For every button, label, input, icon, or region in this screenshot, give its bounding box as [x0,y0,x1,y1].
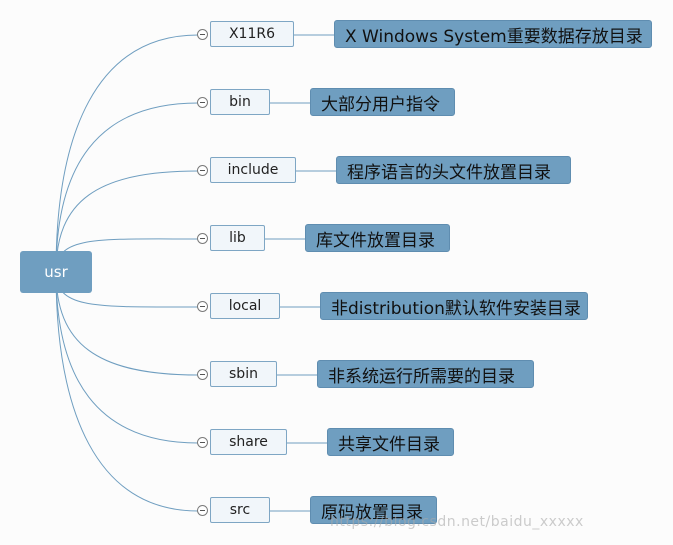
root-node-label: usr [44,263,68,281]
description-node-include[interactable]: 程序语言的头文件放置目录 [336,156,571,184]
collapse-toggle-icon[interactable] [197,29,208,40]
child-node-label: share [229,434,268,450]
watermark-text: https://blog.csdn.net/baidu_xxxxx [330,514,584,530]
description-node-sbin[interactable]: 非系统运行所需要的目录 [317,360,534,388]
collapse-toggle-icon[interactable] [197,165,208,176]
description-label: 非distribution默认软件安装目录 [331,298,581,319]
child-node-label: bin [229,94,251,110]
description-label: 程序语言的头文件放置目录 [347,162,551,183]
branch-connector [55,102,199,273]
child-node-include[interactable]: include [210,157,296,183]
description-label: 库文件放置目录 [316,230,435,251]
branch-connector [55,271,199,444]
collapse-toggle-icon[interactable] [197,301,208,312]
child-node-bin[interactable]: bin [210,89,270,115]
child-node-src[interactable]: src [210,497,270,523]
child-node-label: include [227,162,279,178]
collapse-toggle-icon[interactable] [197,437,208,448]
child-node-lib[interactable]: lib [210,225,265,251]
description-node-share[interactable]: 共享文件目录 [327,428,454,456]
branch-connector [55,170,199,273]
child-node-label: src [229,502,251,518]
child-node-local[interactable]: local [210,293,280,319]
root-node-usr[interactable]: usr [20,251,92,293]
description-label: X Windows System重要数据存放目录 [345,26,643,47]
description-node-x11r6[interactable]: X Windows System重要数据存放目录 [334,20,652,48]
branch-connector [55,34,199,273]
child-node-label: X11R6 [228,26,276,42]
child-node-x11r6[interactable]: X11R6 [210,21,294,47]
description-node-local[interactable]: 非distribution默认软件安装目录 [320,292,588,320]
description-label: 共享文件目录 [338,434,440,455]
child-node-share[interactable]: share [210,429,287,455]
child-node-label: local [228,298,262,314]
child-node-sbin[interactable]: sbin [210,361,277,387]
description-label: 非系统运行所需要的目录 [328,366,515,387]
child-node-label: sbin [229,366,258,382]
child-node-label: lib [229,230,246,246]
branch-connector [55,271,199,376]
collapse-toggle-icon[interactable] [197,233,208,244]
description-node-bin[interactable]: 大部分用户指令 [310,88,455,116]
description-label: 原码放置目录 [321,502,423,523]
collapse-toggle-icon[interactable] [197,505,208,516]
description-label: 大部分用户指令 [321,94,440,115]
description-node-lib[interactable]: 库文件放置目录 [305,224,450,252]
collapse-toggle-icon[interactable] [197,97,208,108]
collapse-toggle-icon[interactable] [197,369,208,380]
branch-connector [55,271,199,512]
description-node-src[interactable]: 原码放置目录 [310,496,437,524]
